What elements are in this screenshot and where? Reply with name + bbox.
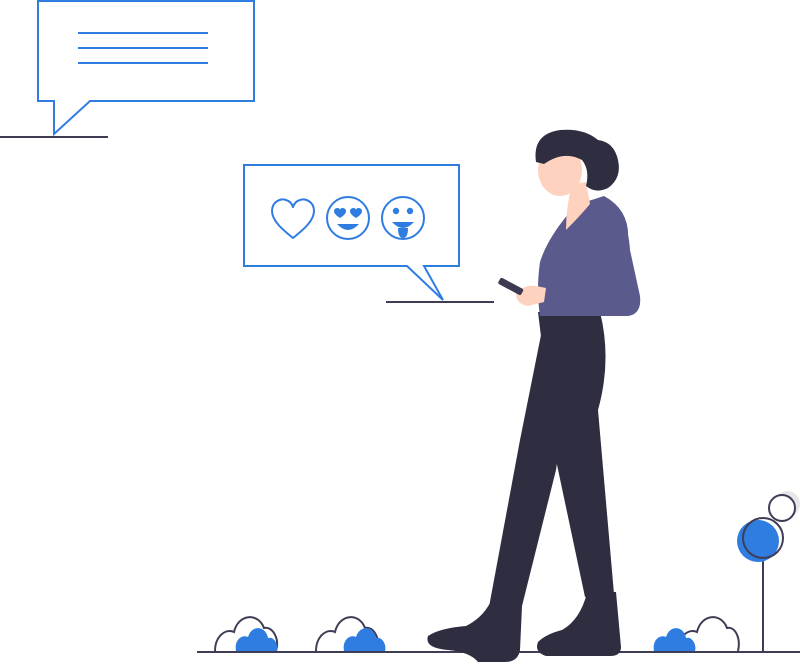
tongue-out-emoji-icon [381, 196, 425, 240]
heart-eyes-emoji-icon [326, 196, 370, 240]
front-shoe [537, 592, 621, 656]
bubble-plant-icon [737, 491, 800, 652]
woman-figure [427, 129, 641, 662]
neck [566, 182, 590, 230]
back-leg [489, 315, 566, 610]
hair [535, 129, 619, 191]
front-leg [538, 312, 614, 597]
bush-icon [214, 616, 278, 652]
heart-icon [271, 198, 315, 239]
arm [528, 200, 641, 316]
phone-icon [498, 277, 524, 295]
text-speech-bubble [0, 0, 255, 138]
hand [516, 285, 546, 306]
reaction-speech-bubble [243, 164, 494, 303]
bush-icon [315, 616, 386, 652]
bush-icon [653, 616, 740, 652]
back-shoe [427, 603, 522, 662]
